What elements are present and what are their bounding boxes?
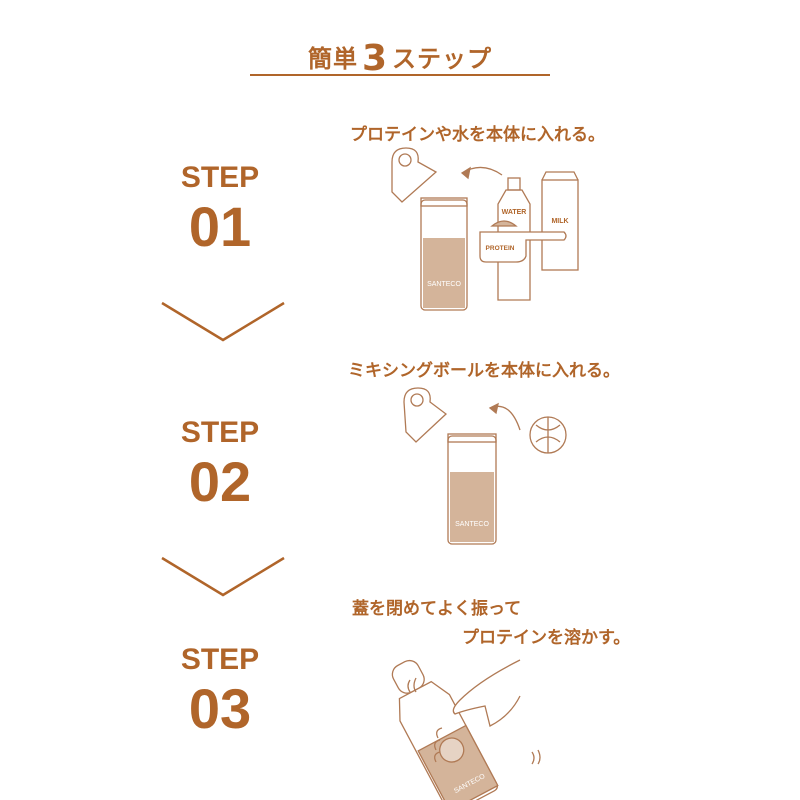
step-label: STEP: [180, 416, 260, 449]
step-3-caption-line2: プロテインを溶かす。: [462, 628, 631, 648]
step-number: 03: [188, 677, 252, 740]
shake-lines-icon: [531, 749, 541, 765]
brand-label: SANTECO: [455, 521, 489, 528]
water-label: WATER: [502, 209, 527, 216]
title-prefix: 簡単: [307, 45, 358, 73]
chevron-down-icon: [161, 301, 285, 342]
milk-label: MILK: [551, 218, 568, 225]
mixing-ball-icon: [529, 416, 567, 454]
brand-label: SANTECO: [427, 281, 461, 288]
step-1-illustration: SANTECO WATER MILK PROTEIN: [391, 147, 579, 311]
step-number: 01: [188, 195, 252, 258]
chevron-down-icon: [161, 556, 285, 597]
bottle-cap-icon: [403, 387, 448, 443]
step-1-caption: プロテインや水を本体に入れる。: [350, 125, 605, 145]
step-2-heading: STEP 02: [160, 418, 280, 510]
step-2-illustration: SANTECO: [403, 387, 567, 545]
shaker-bottle-icon: [447, 433, 497, 545]
step-3-caption-line1: 蓋を閉めてよく振って: [352, 599, 522, 619]
protein-label: PROTEIN: [486, 245, 515, 252]
water-bottle-icon: [497, 177, 531, 301]
title-number: 3: [361, 38, 389, 79]
step-number: 02: [188, 450, 252, 513]
step-1-heading: STEP 01: [160, 163, 280, 255]
shaker-bottle-icon: [420, 197, 468, 311]
bottle-cap-icon: [391, 147, 438, 203]
step-label: STEP: [180, 161, 260, 194]
fingers-icon: [434, 727, 443, 763]
step-3-heading: STEP 03: [160, 645, 280, 737]
shake-lines-icon: [407, 677, 417, 693]
hand-icon: [452, 659, 521, 727]
shaking-bottle-icon: SANTECO: [391, 659, 499, 800]
step-2-caption: ミキシングボールを本体に入れる。: [348, 361, 620, 381]
title-underline: [250, 74, 550, 76]
protein-scoop-icon: [479, 220, 567, 263]
title-suffix: ステップ: [392, 45, 493, 73]
step-3-illustration: SANTECO: [391, 659, 541, 800]
step-label: STEP: [180, 643, 260, 676]
milk-carton-icon: [541, 171, 579, 271]
